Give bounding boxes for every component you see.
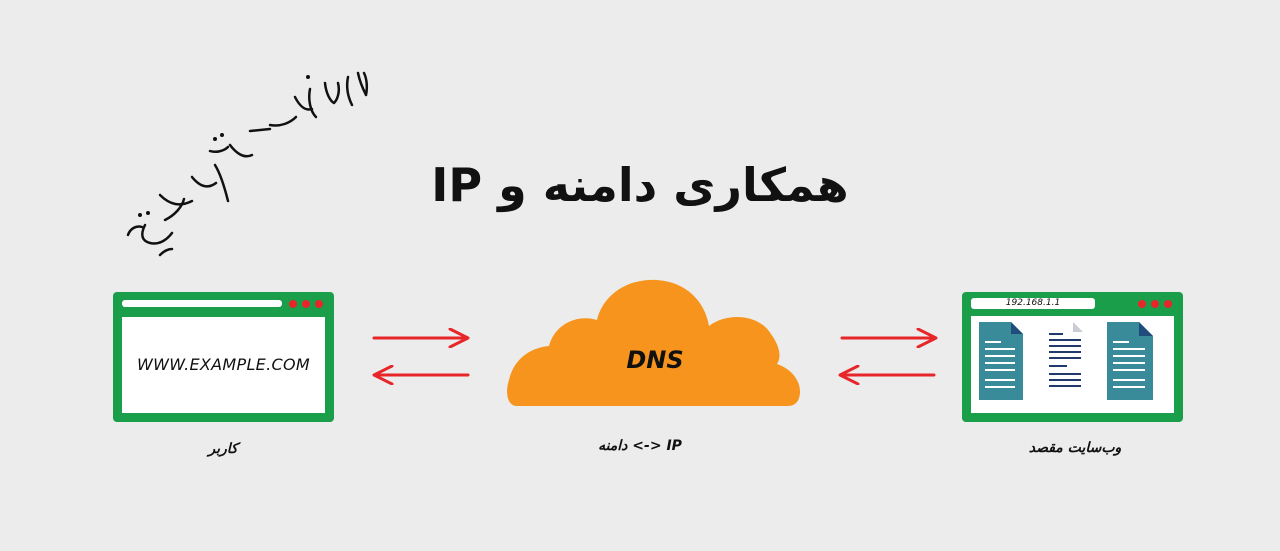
document-icon xyxy=(1045,322,1083,400)
ip-address-text: 192.168.1.1 xyxy=(1005,298,1061,308)
arrow-right-icon xyxy=(840,328,938,348)
user-caption: کاربر xyxy=(208,441,238,457)
website-caption: وب‌سایت مقصد xyxy=(1028,440,1122,456)
dns-label: DNS xyxy=(626,346,684,374)
handwritten-signature xyxy=(126,71,369,257)
arrow-left-icon xyxy=(372,365,470,385)
documents-icon xyxy=(979,322,1153,400)
dns-cloud-icon xyxy=(507,279,801,406)
page-title: همکاری دامنه و IP xyxy=(431,158,849,212)
address-bar xyxy=(122,300,282,307)
dns-caption: دامنه <-> IP xyxy=(598,438,682,454)
domain-url-text: WWW.EXAMPLE.COM xyxy=(137,355,310,374)
arrow-left-icon xyxy=(838,365,936,385)
browser-content xyxy=(971,316,1174,413)
window-control-dot xyxy=(1138,300,1146,308)
window-control-dot xyxy=(1151,300,1159,308)
window-control-dot xyxy=(1164,300,1172,308)
document-icon xyxy=(1107,322,1153,400)
browser-content: WWW.EXAMPLE.COM xyxy=(122,317,325,413)
document-icon xyxy=(979,322,1023,400)
window-control-dot xyxy=(289,300,297,308)
window-control-dot xyxy=(315,300,323,308)
window-control-dot xyxy=(302,300,310,308)
user-browser-window: WWW.EXAMPLE.COM xyxy=(113,292,334,422)
website-browser-window: 192.168.1.1 xyxy=(962,292,1183,422)
arrow-right-icon xyxy=(372,328,470,348)
address-bar: 192.168.1.1 xyxy=(971,298,1095,309)
